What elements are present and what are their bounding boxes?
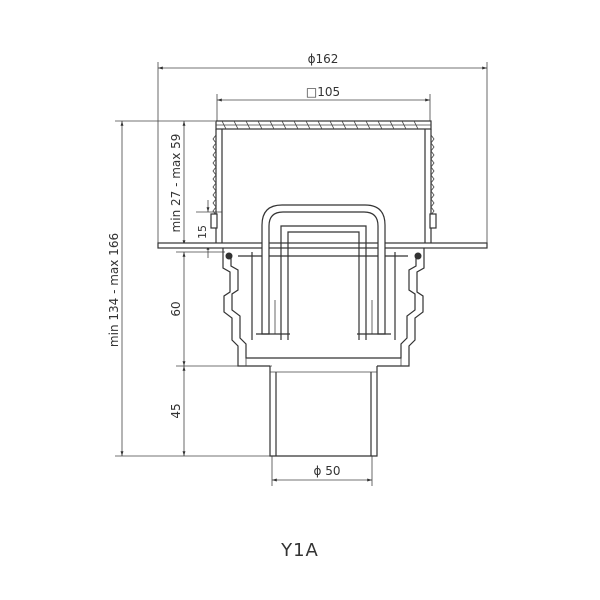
outlet-diameter-label: ϕ 50 [314,464,341,478]
grate-hatch [221,120,419,130]
outer-diameter-label: ϕ162 [308,52,339,66]
outer-diameter-dimension: ϕ162 [157,52,488,245]
upper-body [210,129,437,245]
model-caption: Y1A [281,540,319,561]
body-height-dimension: 60 [169,251,272,367]
grate-square-label: □105 [306,85,340,99]
outlet-diameter-dimension: ϕ 50 [271,456,373,486]
flange-offset-dimension: 15 [196,200,222,258]
adjust-height-dimension: min 27 - max 59 [169,121,186,245]
total-height-dimension: min 134 - max 166 [107,120,272,457]
flange [157,242,488,260]
total-height-label: min 134 - max 166 [107,233,121,347]
grate [215,120,432,130]
lower-body [222,248,425,367]
odour-trap [251,204,396,340]
body-height-label: 60 [169,301,183,316]
flange-offset-label: 15 [196,225,209,239]
outlet-length-dimension: 45 [169,366,186,456]
outlet-length-label: 45 [169,403,183,418]
outlet-pipe [269,366,378,457]
grate-square-dimension: □105 [216,85,431,122]
adjust-height-label: min 27 - max 59 [169,134,183,233]
